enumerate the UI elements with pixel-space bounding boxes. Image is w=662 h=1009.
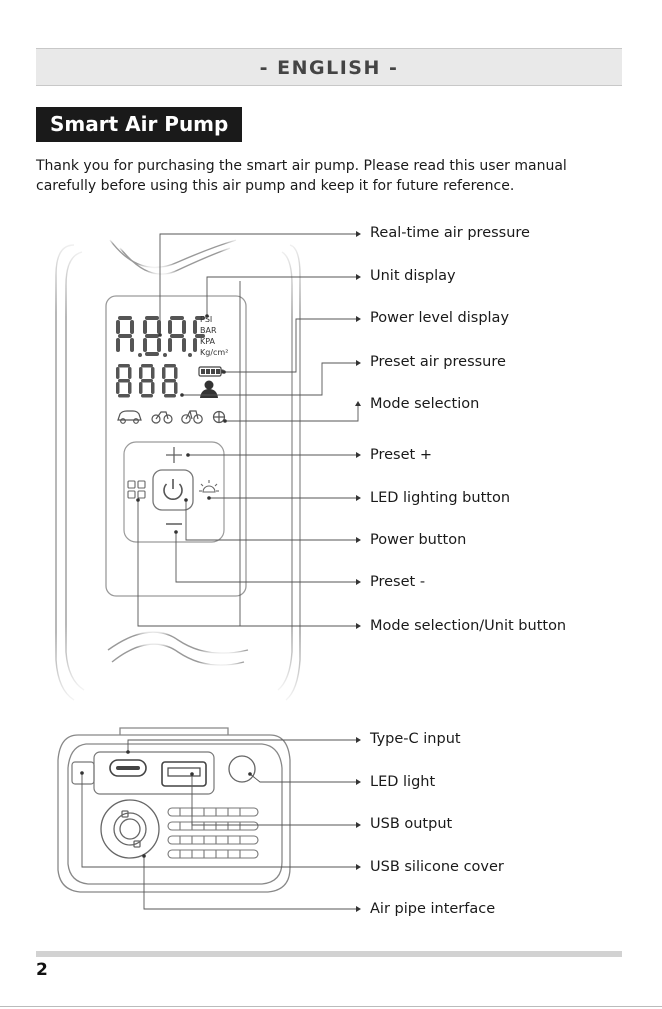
- language-header: - ENGLISH -: [36, 48, 622, 86]
- page-bottom-edge: [0, 1006, 662, 1007]
- callout-power-level: Power level display: [370, 310, 510, 326]
- front-leader-lines: [137, 233, 359, 627]
- rear-leader-lines: [81, 739, 356, 910]
- callout-power-button: Power button: [370, 532, 467, 548]
- language-label: - ENGLISH -: [259, 57, 399, 79]
- callout-preset-minus: Preset -: [370, 574, 426, 590]
- front-view-body: [55, 239, 301, 701]
- unit-labels: PSI BAR KPA Kg/cm²: [200, 315, 228, 357]
- led-light-button[interactable]: [199, 480, 219, 493]
- intro-paragraph: Thank you for purchasing the smart air p…: [36, 156, 636, 196]
- unit-kpa: KPA: [200, 337, 216, 346]
- mode-unit-button[interactable]: [127, 480, 146, 499]
- unit-kgcm: Kg/cm²: [200, 348, 228, 357]
- rear-leader-dots: [80, 750, 252, 858]
- motorcycle-icon: [151, 411, 173, 424]
- mode-icons: [117, 410, 226, 424]
- callout-led-lighting-button: LED lighting button: [370, 490, 511, 506]
- led-light: [228, 755, 256, 783]
- intro-line-1: Thank you for purchasing the smart air p…: [36, 158, 567, 174]
- plus-button[interactable]: [166, 447, 182, 463]
- rear-view-body: [57, 727, 291, 893]
- intro-line-2: carefully before using this air pump and…: [36, 178, 515, 194]
- callout-mode-unit-button: Mode selection/Unit button: [370, 618, 567, 634]
- footer-divider: [36, 951, 622, 957]
- battery-icon: [198, 366, 224, 377]
- user-icon: [200, 380, 218, 398]
- power-button[interactable]: [152, 469, 194, 511]
- callout-usb-output: USB output: [370, 816, 453, 832]
- callout-mode-selection: Mode selection: [370, 396, 480, 412]
- callout-preset-plus: Preset +: [370, 447, 432, 463]
- usb-a-port[interactable]: [161, 761, 207, 787]
- pressure-digits: [116, 316, 205, 357]
- display-panel: [105, 295, 247, 597]
- bicycle-icon: [181, 410, 203, 424]
- ball-icon: [212, 410, 226, 424]
- rear-arrowheads: [356, 737, 361, 912]
- front-arrowheads: [355, 231, 361, 629]
- page-title: Smart Air Pump: [36, 107, 243, 142]
- callout-led-light: LED light: [370, 774, 436, 790]
- car-icon: [117, 410, 142, 424]
- usb-cover[interactable]: [71, 751, 215, 795]
- callout-usb-silicone-cover: USB silicone cover: [370, 859, 504, 875]
- unit-psi: PSI: [200, 315, 212, 324]
- callout-real-time-pressure: Real-time air pressure: [370, 225, 530, 241]
- unit-bar: BAR: [200, 326, 217, 335]
- page-number: 2: [36, 960, 48, 980]
- vent-grille: [167, 807, 259, 859]
- front-leader-dots: [136, 314, 227, 534]
- callout-preset-pressure: Preset air pressure: [370, 354, 506, 370]
- callout-unit-display: Unit display: [370, 268, 456, 284]
- callout-air-pipe-interface: Air pipe interface: [370, 901, 496, 917]
- callout-type-c-input: Type-C input: [370, 731, 461, 747]
- button-pad: [123, 441, 225, 543]
- air-pipe-interface[interactable]: [100, 799, 160, 859]
- type-c-port[interactable]: [109, 759, 147, 777]
- preset-digits: [116, 364, 178, 398]
